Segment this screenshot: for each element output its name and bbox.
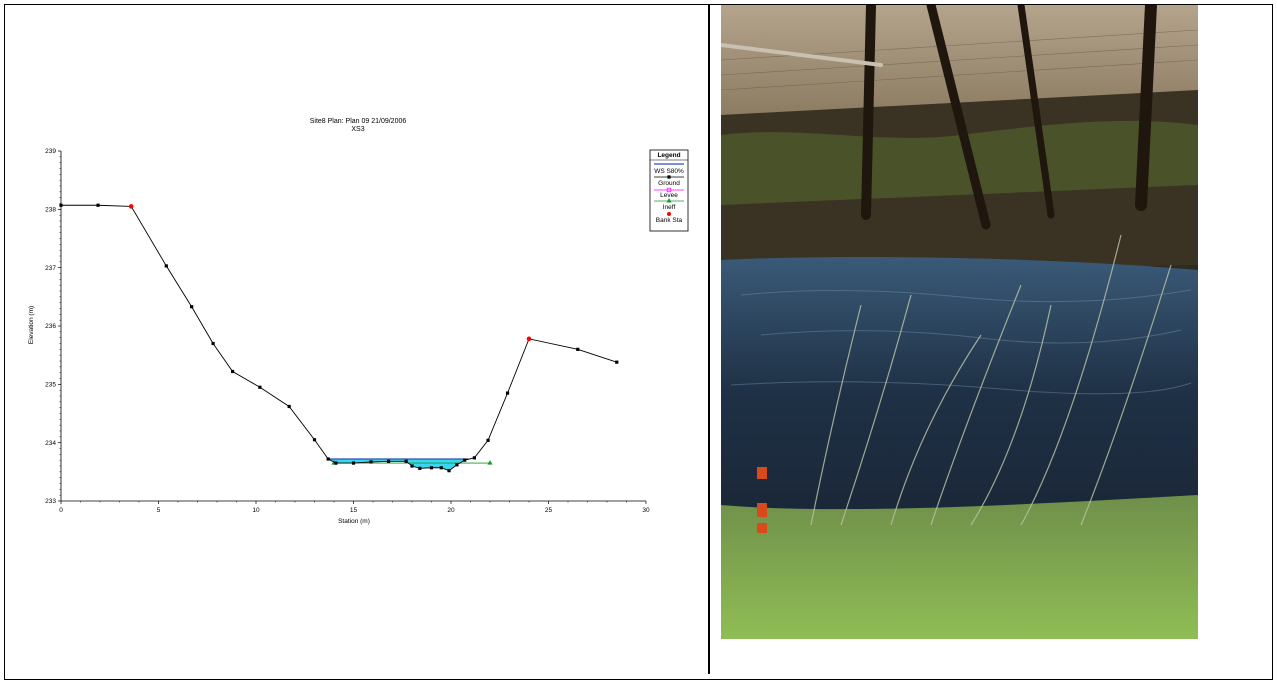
legend-title: Legend <box>657 152 680 159</box>
ground-point <box>418 466 422 470</box>
water-ripples <box>730 289 1192 395</box>
x-tick-label: 20 <box>447 507 455 514</box>
cross-section-chart: Site8 Plan: Plan 09 21/09/2006 XS3 23323… <box>28 118 689 525</box>
ground-point <box>211 341 215 346</box>
y-axis-title: Elevation (m) <box>28 306 35 344</box>
shrub-branches <box>810 234 1172 526</box>
legend-levee-marker <box>666 198 672 203</box>
ground-point <box>463 458 467 462</box>
ground-point <box>439 466 443 470</box>
bank-vegetation <box>721 120 1198 205</box>
legend-label: Ground <box>658 180 680 187</box>
y-tick-label: 233 <box>45 498 56 505</box>
ground-point <box>429 466 434 470</box>
ground-point <box>312 438 317 442</box>
x-tick-label: 25 <box>545 507 553 514</box>
chart-subtitle: XS3 <box>351 126 364 133</box>
x-tick-label: 5 <box>157 507 161 514</box>
tree-trunks <box>721 5 1157 230</box>
legend-bank-marker <box>667 212 671 216</box>
plot-area: 233 234 235 236 237 238 239 0 5 10 15 20 25 30 <box>45 148 650 514</box>
ground-point <box>59 203 63 207</box>
ground-point <box>334 461 338 465</box>
ground-point <box>369 460 373 464</box>
stream-photo <box>721 5 1198 639</box>
ground-point <box>326 457 330 461</box>
ground-point <box>505 391 510 395</box>
ground-point <box>287 404 291 409</box>
y-tick-label: 235 <box>45 382 56 389</box>
legend-label: WS S80% <box>654 168 684 175</box>
y-tick-label: 239 <box>45 148 56 155</box>
x-tick-label: 15 <box>350 507 358 514</box>
ground-point <box>615 360 619 364</box>
ground-line <box>61 204 617 472</box>
legend-label: Ineff <box>663 204 676 211</box>
ground-point <box>486 438 490 442</box>
ground-point <box>404 459 408 463</box>
legend-label: Bank Sta <box>656 217 683 224</box>
column-divider <box>708 4 710 674</box>
ground-point <box>258 385 262 389</box>
ground-point <box>164 264 168 268</box>
legend-label: Levee <box>660 192 678 199</box>
survey-staff <box>757 467 767 533</box>
y-tick-label: 234 <box>45 440 56 447</box>
bank-station-point <box>128 204 134 209</box>
ground-point <box>96 203 100 207</box>
ground-point <box>231 369 235 374</box>
stream-water <box>721 257 1198 525</box>
ground-point <box>387 459 391 463</box>
ground-point <box>410 464 414 468</box>
x-tick-label: 10 <box>252 507 260 514</box>
water-fill <box>328 459 469 471</box>
ground-point <box>447 469 451 473</box>
ground-point <box>190 305 194 309</box>
chart-title: Site8 Plan: Plan 09 21/09/2006 <box>310 118 407 125</box>
legend-ineff-marker <box>666 187 672 193</box>
legend-ground-marker <box>667 175 671 179</box>
foreground-grass <box>721 495 1198 639</box>
x-tick-label: 30 <box>642 507 650 514</box>
ground-point <box>455 463 459 467</box>
ground-point <box>472 456 476 460</box>
x-axis-title: Station (m) <box>338 518 370 525</box>
y-tick-label: 238 <box>45 207 56 214</box>
x-tick-label: 0 <box>59 507 63 514</box>
bank-station-point <box>526 336 532 342</box>
levee-marker <box>487 460 493 465</box>
y-tick-label: 236 <box>45 323 56 330</box>
ground-point <box>351 461 356 465</box>
ground-point <box>576 347 580 351</box>
y-tick-label: 237 <box>45 265 56 272</box>
